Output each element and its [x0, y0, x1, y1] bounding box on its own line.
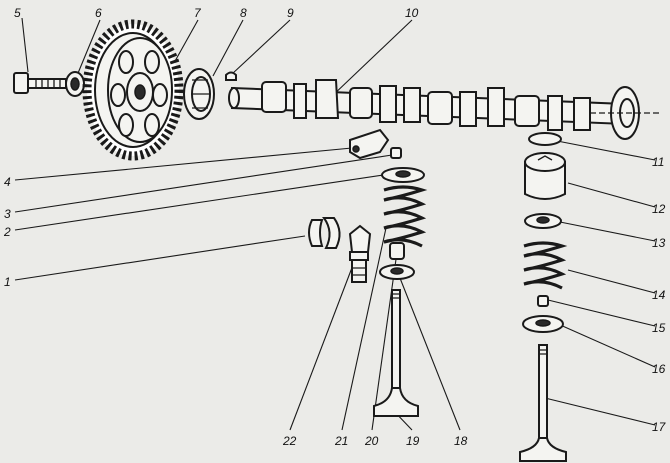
woodruff-key-part [225, 71, 237, 81]
valve-stem-seal-right-part [537, 295, 549, 307]
spring-retainer-right-part [524, 213, 562, 229]
spring-retainer-part [381, 167, 425, 183]
label-21: 21 [334, 434, 348, 448]
label-4: 4 [4, 175, 11, 189]
bolt-part [13, 72, 67, 94]
label-20: 20 [364, 434, 379, 448]
label-22: 22 [282, 434, 297, 448]
spring-seat-right-part [522, 315, 564, 333]
label-8: 8 [240, 6, 247, 20]
tappet-part [524, 152, 566, 200]
valve-left-part [373, 289, 419, 417]
valve-guide-part [348, 224, 372, 283]
label-9: 9 [287, 6, 294, 20]
label-17: 17 [652, 420, 667, 434]
camshaft-part [228, 79, 660, 140]
label-6: 6 [95, 6, 102, 20]
label-18: 18 [454, 434, 468, 448]
label-10: 10 [405, 6, 419, 20]
label-3: 3 [4, 207, 11, 221]
valve-spring-right-part [523, 241, 568, 290]
label-7: 7 [194, 6, 202, 20]
label-14: 14 [652, 288, 666, 302]
callout-numbers: 5 6 7 8 9 10 4 3 2 1 11 12 13 14 15 16 1… [3, 6, 667, 448]
label-1: 1 [4, 275, 11, 289]
adjusting-cap-part [390, 147, 402, 159]
washer-part [65, 71, 85, 97]
cam-follower-part [349, 128, 390, 160]
label-11: 11 [652, 155, 664, 169]
leader-lines [14, 17, 656, 431]
timing-gear-part [82, 19, 184, 161]
label-19: 19 [406, 434, 420, 448]
spring-seat-left-part [379, 264, 415, 280]
valve-stem-seal-part [389, 242, 405, 260]
valve-right-part [519, 344, 567, 462]
label-16: 16 [652, 362, 666, 376]
valve-collets-part [308, 217, 341, 249]
label-12: 12 [652, 202, 666, 216]
label-5: 5 [14, 6, 21, 20]
shim-part [528, 132, 562, 146]
label-15: 15 [652, 321, 666, 335]
oil-seal-part [183, 68, 215, 120]
valve-spring-left-part [383, 185, 428, 248]
label-2: 2 [3, 225, 11, 239]
label-13: 13 [652, 236, 666, 250]
